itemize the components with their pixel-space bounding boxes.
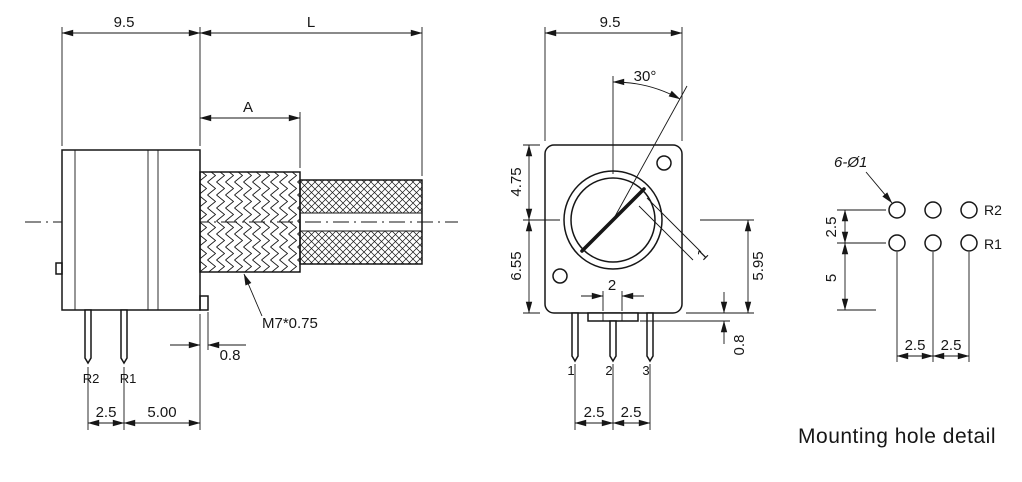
ear-hole-bottom-left	[552, 268, 568, 284]
mounting-hole	[888, 234, 906, 252]
mounting-hole-detail: 6-Ø1 R2 R1 2.5 5 2.5 2.5 Mounting hole d…	[798, 154, 1002, 448]
detail-caption: Mounting hole detail	[798, 425, 996, 448]
dim-pin-pitch-a: 2.5	[584, 404, 605, 421]
dim-slot-width: 1	[694, 246, 712, 264]
pin-label-r1: R1	[120, 371, 137, 386]
bottom-tab-ticks	[602, 313, 623, 321]
dim-tab-thickness: 0.8	[731, 335, 748, 356]
dim-upper-height: 4.75	[508, 167, 525, 196]
potentiometer-body	[61, 149, 201, 311]
dim-row-spacing: 2.5	[823, 217, 840, 238]
dim-thread-length-A: A	[243, 99, 253, 116]
dim-pin-to-edge: 5.00	[147, 404, 176, 421]
dim-col-spacing-a: 2.5	[905, 337, 926, 354]
detail-dimension-lines	[841, 171, 970, 360]
mounting-hole	[960, 201, 978, 219]
front-dimension-lines	[525, 29, 752, 427]
pin-label-r2: R2	[83, 371, 100, 386]
side-dimension-lines	[61, 29, 423, 427]
dim-col-spacing-b: 2.5	[941, 337, 962, 354]
pin-number-3: 3	[642, 363, 649, 378]
dim-tab-width: 2	[608, 277, 616, 294]
pin-number-2: 2	[605, 363, 612, 378]
rotor-inner-circle	[570, 177, 656, 263]
dim-lower-height: 6.55	[508, 251, 525, 280]
detail-pin-label-r1: R1	[984, 236, 1002, 252]
shaft-knurl-lower	[300, 231, 422, 264]
shaft-knurl-upper	[300, 180, 422, 213]
pin-r1	[120, 309, 128, 365]
mounting-hole	[960, 234, 978, 252]
pin-3	[646, 312, 654, 363]
dim-shaft-length-L: L	[307, 14, 315, 31]
detail-pin-label-r2: R2	[984, 202, 1002, 218]
pin-r2	[84, 309, 92, 365]
angle-arc	[612, 78, 681, 100]
pin-1	[571, 312, 579, 363]
side-extension-lines	[61, 27, 423, 430]
front-view: 9.5 30° 4.75 6.55 2 1 5.95 0.8 1 2 3 2.5…	[508, 14, 767, 430]
mounting-holes	[888, 201, 978, 252]
dim-row-to-bottom: 5	[823, 274, 840, 282]
body-section-lines	[74, 150, 159, 310]
pin-number-1: 1	[567, 363, 574, 378]
body-side-notch	[55, 262, 63, 275]
dim-center-to-bottom: 5.95	[750, 251, 767, 280]
pin-2	[609, 320, 617, 363]
dim-body-width: 9.5	[114, 14, 135, 31]
mounting-bracket-step	[199, 295, 209, 311]
dim-pin-spacing: 2.5	[96, 404, 117, 421]
mounting-hole	[888, 201, 906, 219]
side-view: 9.5 L A M7*0.75 0.8 2.5 5.00 R2 R1	[25, 14, 458, 430]
knurled-shaft	[299, 179, 423, 265]
bottom-tab	[587, 312, 639, 322]
dim-slot-angle: 30°	[634, 68, 657, 85]
dim-bracket-thickness: 0.8	[220, 347, 241, 364]
mounting-hole	[924, 234, 942, 252]
dim-pin-pitch-b: 2.5	[621, 404, 642, 421]
hole-callout-label: 6-Ø1	[834, 154, 867, 171]
mounting-hole	[924, 201, 942, 219]
ear-hole-top-right	[656, 155, 672, 171]
shaft-slot-lines	[300, 212, 422, 232]
threaded-bushing-texture	[200, 172, 300, 272]
thread-spec-label: M7*0.75	[262, 315, 318, 332]
dim-front-body-width: 9.5	[600, 14, 621, 31]
